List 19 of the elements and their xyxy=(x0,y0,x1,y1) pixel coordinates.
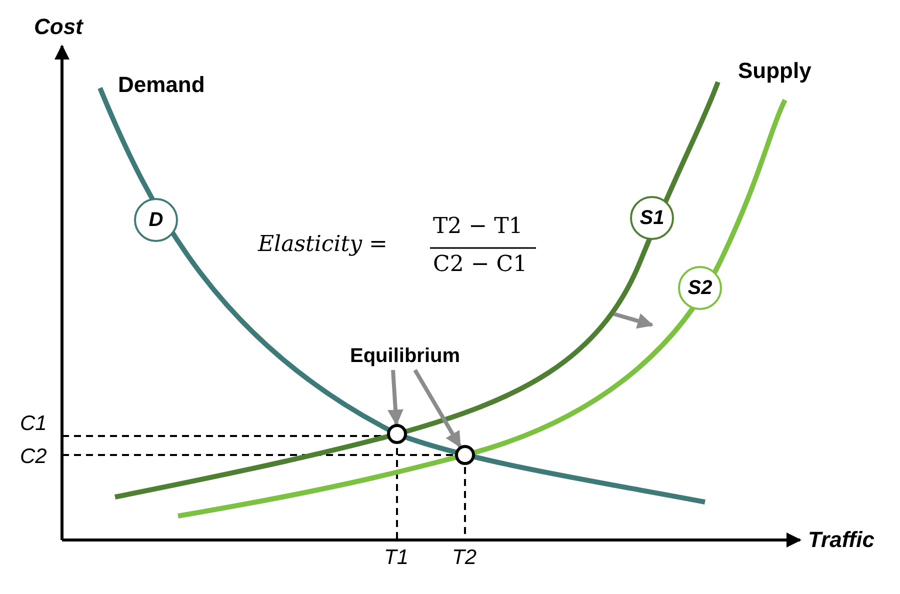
arrow xyxy=(413,368,462,448)
axis-title: Cost xyxy=(34,14,83,40)
curve-label-circle: D xyxy=(134,198,178,242)
axis-title: Traffic xyxy=(808,527,874,553)
equilibrium-point xyxy=(455,445,475,465)
equilibrium-point xyxy=(387,424,407,444)
curve-name: Supply xyxy=(738,58,812,84)
axis-tick-label: C2 xyxy=(20,445,47,469)
curve-label-circle: S1 xyxy=(630,196,674,240)
axis-tick-label: C1 xyxy=(20,412,47,436)
equilibrium-label: Equilibrium xyxy=(335,342,475,370)
axis-tick-label: T2 xyxy=(452,546,477,570)
formula-text: Elasticity = xyxy=(258,232,388,257)
formula-denominator: C2 − C1 xyxy=(433,252,528,277)
curve-name: Demand xyxy=(118,72,205,98)
axis-tick-label: T1 xyxy=(384,546,409,570)
formula-numerator: T2 − T1 xyxy=(433,214,523,239)
arrow xyxy=(388,370,404,426)
curve-label-circle: S2 xyxy=(678,266,722,310)
